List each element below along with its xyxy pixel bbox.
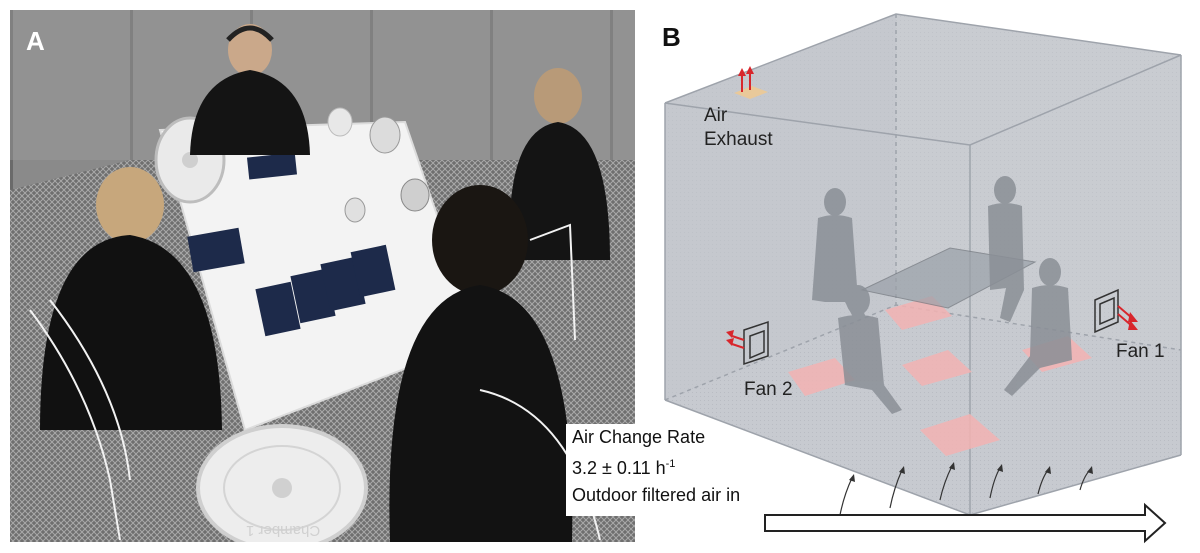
chamber-photo bbox=[10, 10, 635, 542]
airflow-arrow bbox=[764, 502, 1167, 544]
fan-1 bbox=[1094, 288, 1138, 334]
fan-1-label: Fan 1 bbox=[1116, 341, 1165, 362]
fan-2 bbox=[726, 320, 769, 366]
panel-label-a: A bbox=[26, 26, 45, 56]
person-top bbox=[190, 24, 310, 155]
mannequins bbox=[812, 176, 1072, 414]
photo-panel: A Chamber 1 bbox=[10, 10, 635, 542]
air-exhaust-label: Air Exhaust bbox=[704, 105, 773, 150]
inflow-arrowheads bbox=[849, 462, 1093, 482]
chamber-diagram bbox=[664, 13, 1182, 544]
tablets bbox=[187, 152, 396, 337]
inflow-label: Outdoor filtered air in bbox=[572, 485, 741, 505]
chamber-label: Chamber 1 bbox=[246, 522, 321, 539]
floor-fan bbox=[196, 424, 368, 542]
air-change-value: 3.2 ± 0.11 h-1 bbox=[572, 458, 676, 478]
chamber-diagram-panel: B Air Exhaust Fan 1 Fan 2 bbox=[640, 0, 1200, 548]
mannequin-2 bbox=[988, 176, 1024, 322]
mannequin-3 bbox=[838, 285, 902, 414]
mannequin-4 bbox=[1004, 258, 1072, 396]
jars bbox=[327, 107, 430, 223]
person-left bbox=[40, 167, 222, 430]
air-change-title: Air Change Rate bbox=[572, 427, 706, 447]
air-change-info: Air Change Rate 3.2 ± 0.11 h-1 Outdoor f… bbox=[566, 424, 756, 516]
panel-label-b: B bbox=[662, 22, 681, 52]
air-exhaust bbox=[734, 66, 768, 99]
person-right bbox=[509, 68, 610, 260]
person-front bbox=[389, 185, 573, 542]
fan-2-label: Fan 2 bbox=[744, 379, 793, 400]
